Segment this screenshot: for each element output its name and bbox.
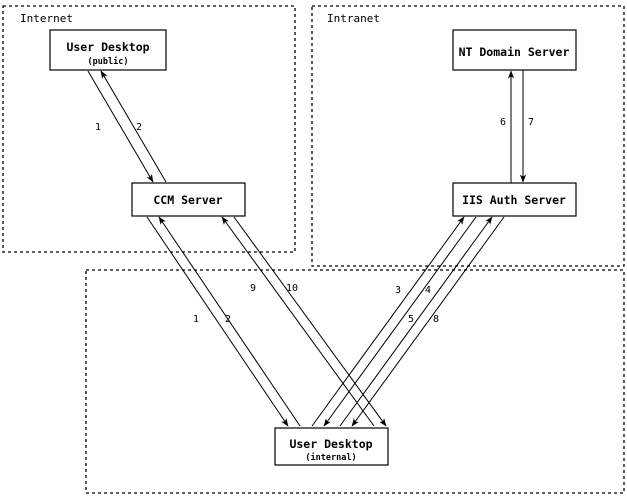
node-user-desktop-public-subtitle: (public) [88,56,129,67]
zone-internet: Internet [2,5,296,253]
node-user-desktop-public-box[interactable] [49,29,167,71]
node-user-desktop-internal[interactable]: User Desktop (internal) [274,427,389,466]
node-nt-domain-server-box[interactable] [452,29,577,71]
flow-line-5-internal-to-iis [339,216,493,427]
edge-label-6: 6 [500,117,506,128]
flow-line-3-internal-to-iis [311,216,465,427]
flow-line-9-internal-to-ccm [221,216,375,427]
node-ccm-server-box[interactable] [131,182,246,217]
zone-internal-lan [85,269,625,494]
node-user-desktop-internal-box[interactable] [274,427,389,466]
flow-internal-iis-58: 5 8 [339,216,505,427]
flow-line-1-public-to-ccm [87,70,154,183]
edge-label-7: 7 [528,117,534,128]
zone-internal-lan-border [85,269,625,494]
node-user-desktop-internal-title: User Desktop [289,437,372,451]
edge-label-2-lower: 2 [225,314,231,325]
node-ccm-server[interactable]: CCM Server [131,182,246,217]
flow-iis-ntdomain: 6 7 [500,70,534,183]
node-iis-auth-server-title: IIS Auth Server [462,193,566,207]
flow-line-10-ccm-to-internal [233,216,387,427]
flow-line-8-iis-to-internal [351,216,505,427]
node-nt-domain-server-title: NT Domain Server [459,45,570,59]
node-user-desktop-public[interactable]: User Desktop (public) [49,29,167,71]
flow-internal-iis-34: 3 4 [311,216,477,427]
edge-label-2: 2 [136,122,142,133]
node-user-desktop-public-title: User Desktop [66,40,149,54]
edge-label-4: 4 [425,285,431,296]
flow-ccm-internal-12: 1 2 [146,216,301,427]
edge-label-5: 5 [408,314,414,325]
flow-ccm-internal-910: 9 10 [221,216,387,427]
edge-label-1: 1 [95,122,101,133]
flow-line-2-internal-to-ccm [158,216,301,427]
flow-line-4-iis-to-internal [323,216,477,427]
edge-label-10: 10 [286,283,298,294]
flow-line-2-ccm-to-public [100,70,167,183]
zone-internet-label: Internet [20,12,73,25]
flow-line-1-ccm-to-internal [146,216,289,427]
node-nt-domain-server[interactable]: NT Domain Server [452,29,577,71]
edge-label-9: 9 [250,283,256,294]
edge-label-8: 8 [433,314,439,325]
node-iis-auth-server-box[interactable] [452,182,577,217]
edge-label-1-lower: 1 [193,314,199,325]
edge-label-3: 3 [395,285,401,296]
zone-intranet-label: Intranet [327,12,380,25]
zone-internet-border [2,5,296,253]
node-user-desktop-internal-subtitle: (internal) [305,452,356,463]
flow-public-ccm: 1 2 [87,70,167,183]
node-ccm-server-title: CCM Server [153,193,222,207]
node-iis-auth-server[interactable]: IIS Auth Server [452,182,577,217]
